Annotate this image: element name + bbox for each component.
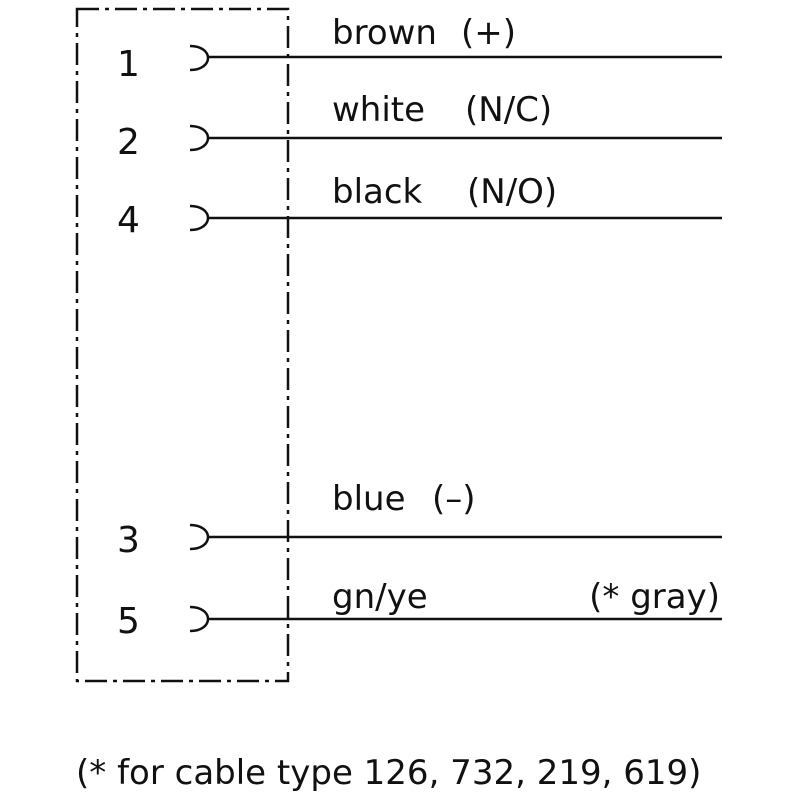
wire-color-label: blue — [332, 479, 406, 519]
pin-row-1: 1 brown (+) — [117, 13, 722, 85]
connector-housing-outline — [75, 7, 290, 683]
pin-number: 3 — [117, 520, 140, 561]
wire-signal-label: (–) — [432, 479, 476, 519]
pin-row-5: 5 gn/ye (* gray) — [117, 577, 722, 642]
pin-number: 4 — [117, 200, 140, 241]
wire-signal-label: (* gray) — [589, 577, 720, 617]
wire-color-label: gn/ye — [332, 577, 428, 617]
socket-contact-icon — [189, 124, 210, 152]
pin-row-4: 4 black (N/O) — [117, 172, 722, 241]
wire-signal-label: (+) — [461, 13, 516, 53]
footnote-text: (* for cable type 126, 732, 219, 619) — [76, 753, 701, 793]
socket-contact-icon — [189, 204, 210, 232]
wire-signal-label: (N/O) — [467, 172, 557, 212]
pin-row-3: 3 blue (–) — [117, 479, 722, 561]
socket-contact-icon — [189, 44, 210, 72]
pin-row-2: 2 white (N/C) — [117, 90, 722, 163]
socket-contact-icon — [189, 605, 210, 633]
pin-number: 5 — [117, 601, 140, 642]
wire-color-label: black — [332, 172, 423, 212]
pin-number: 2 — [117, 122, 140, 163]
socket-contact-icon — [189, 523, 210, 551]
wire-color-label: white — [332, 90, 425, 130]
pin-number: 1 — [117, 44, 140, 85]
wire-signal-label: (N/C) — [465, 90, 552, 130]
wire-color-label: brown — [332, 13, 437, 53]
